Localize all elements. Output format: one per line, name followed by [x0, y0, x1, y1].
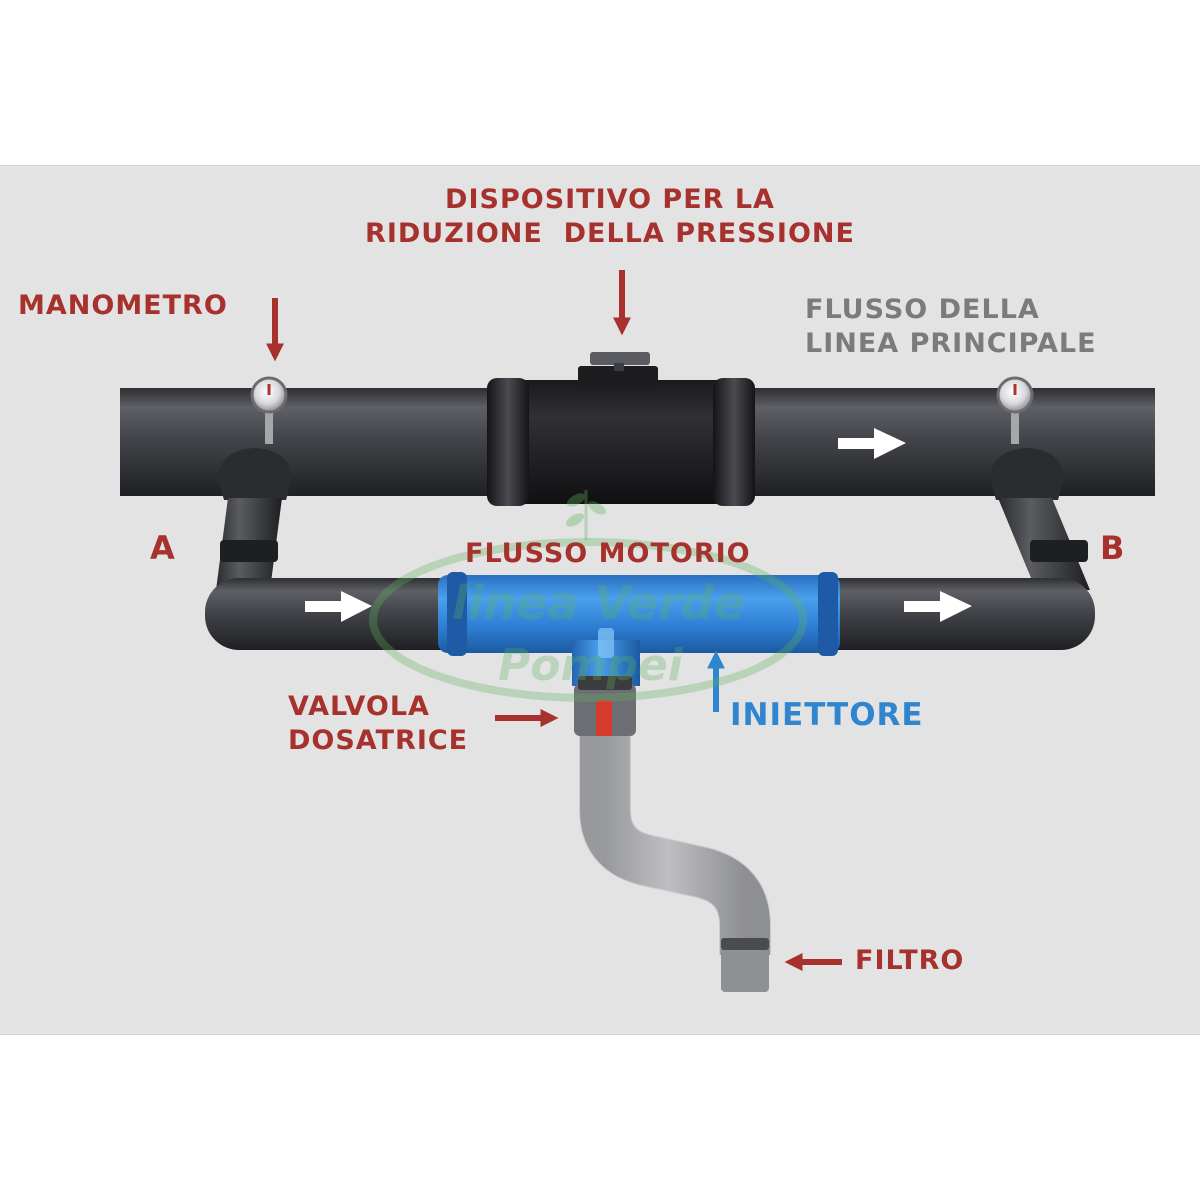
pressure-reducer-stem	[614, 363, 624, 371]
watermark-leaf-icon	[565, 490, 607, 540]
dosing-valve-label: VALVOLA DOSATRICE	[288, 690, 468, 758]
saddle-fitting-left	[218, 448, 292, 500]
pressure-reducer-label-line2: RIDUZIONE DELLA PRESSIONE	[365, 217, 855, 249]
reducer-ring-left	[487, 378, 529, 506]
suction-hose	[580, 736, 770, 955]
pressure-reducer-label-line1: DISPOSITIVO PER LA	[445, 184, 775, 215]
connector-right-collar	[1030, 540, 1088, 562]
dosing-valve-label-line2: DOSATRICE	[288, 724, 469, 756]
watermark-ellipse	[369, 538, 807, 702]
injector-sight	[598, 628, 614, 658]
watermark-name: linea Verde	[452, 576, 745, 630]
pressure-reducer-handle	[590, 352, 650, 365]
connector-left-collar	[220, 540, 278, 562]
saddle-fitting-right	[990, 448, 1064, 500]
main-line-flow-label: FLUSSO DELLA LINEA PRINCIPALE	[805, 293, 1097, 361]
injector-body	[438, 575, 840, 653]
flow-arrow-main	[838, 428, 906, 459]
pressure-reducer-label: DISPOSITIVO PER LA RIDUZIONE DELLA PRESS…	[330, 183, 890, 251]
injector-ring-left	[447, 572, 467, 656]
injector-label: INIETTORE	[730, 697, 924, 733]
point-b-label: B	[1100, 529, 1126, 567]
flow-arrow-bypass-left	[305, 591, 372, 622]
dosing-valve-cap	[578, 676, 632, 690]
pressure-reducer-body	[500, 380, 730, 504]
main-line-flow-label-line2: LINEA PRINCIPALE	[805, 327, 1097, 359]
watermark-city: Pompei	[498, 640, 683, 691]
motive-flow-label: FLUSSO MOTORIO	[465, 538, 751, 569]
pressure-reducer-top	[578, 366, 658, 386]
point-a-label: A	[150, 529, 176, 567]
main-line-flow-label-line1: FLUSSO DELLA	[805, 294, 1040, 325]
dosing-valve-label-line1: VALVOLA	[288, 691, 430, 722]
flow-arrow-bypass-right	[904, 591, 972, 622]
pressure-gauge-right	[996, 376, 1034, 444]
filter-label: FILTRO	[855, 945, 965, 976]
pressure-gauge-left	[250, 376, 288, 444]
injector-ring-right	[818, 572, 838, 656]
manometro-label: MANOMETRO	[18, 290, 228, 321]
filter	[721, 946, 769, 992]
reducer-ring-right	[713, 378, 755, 506]
